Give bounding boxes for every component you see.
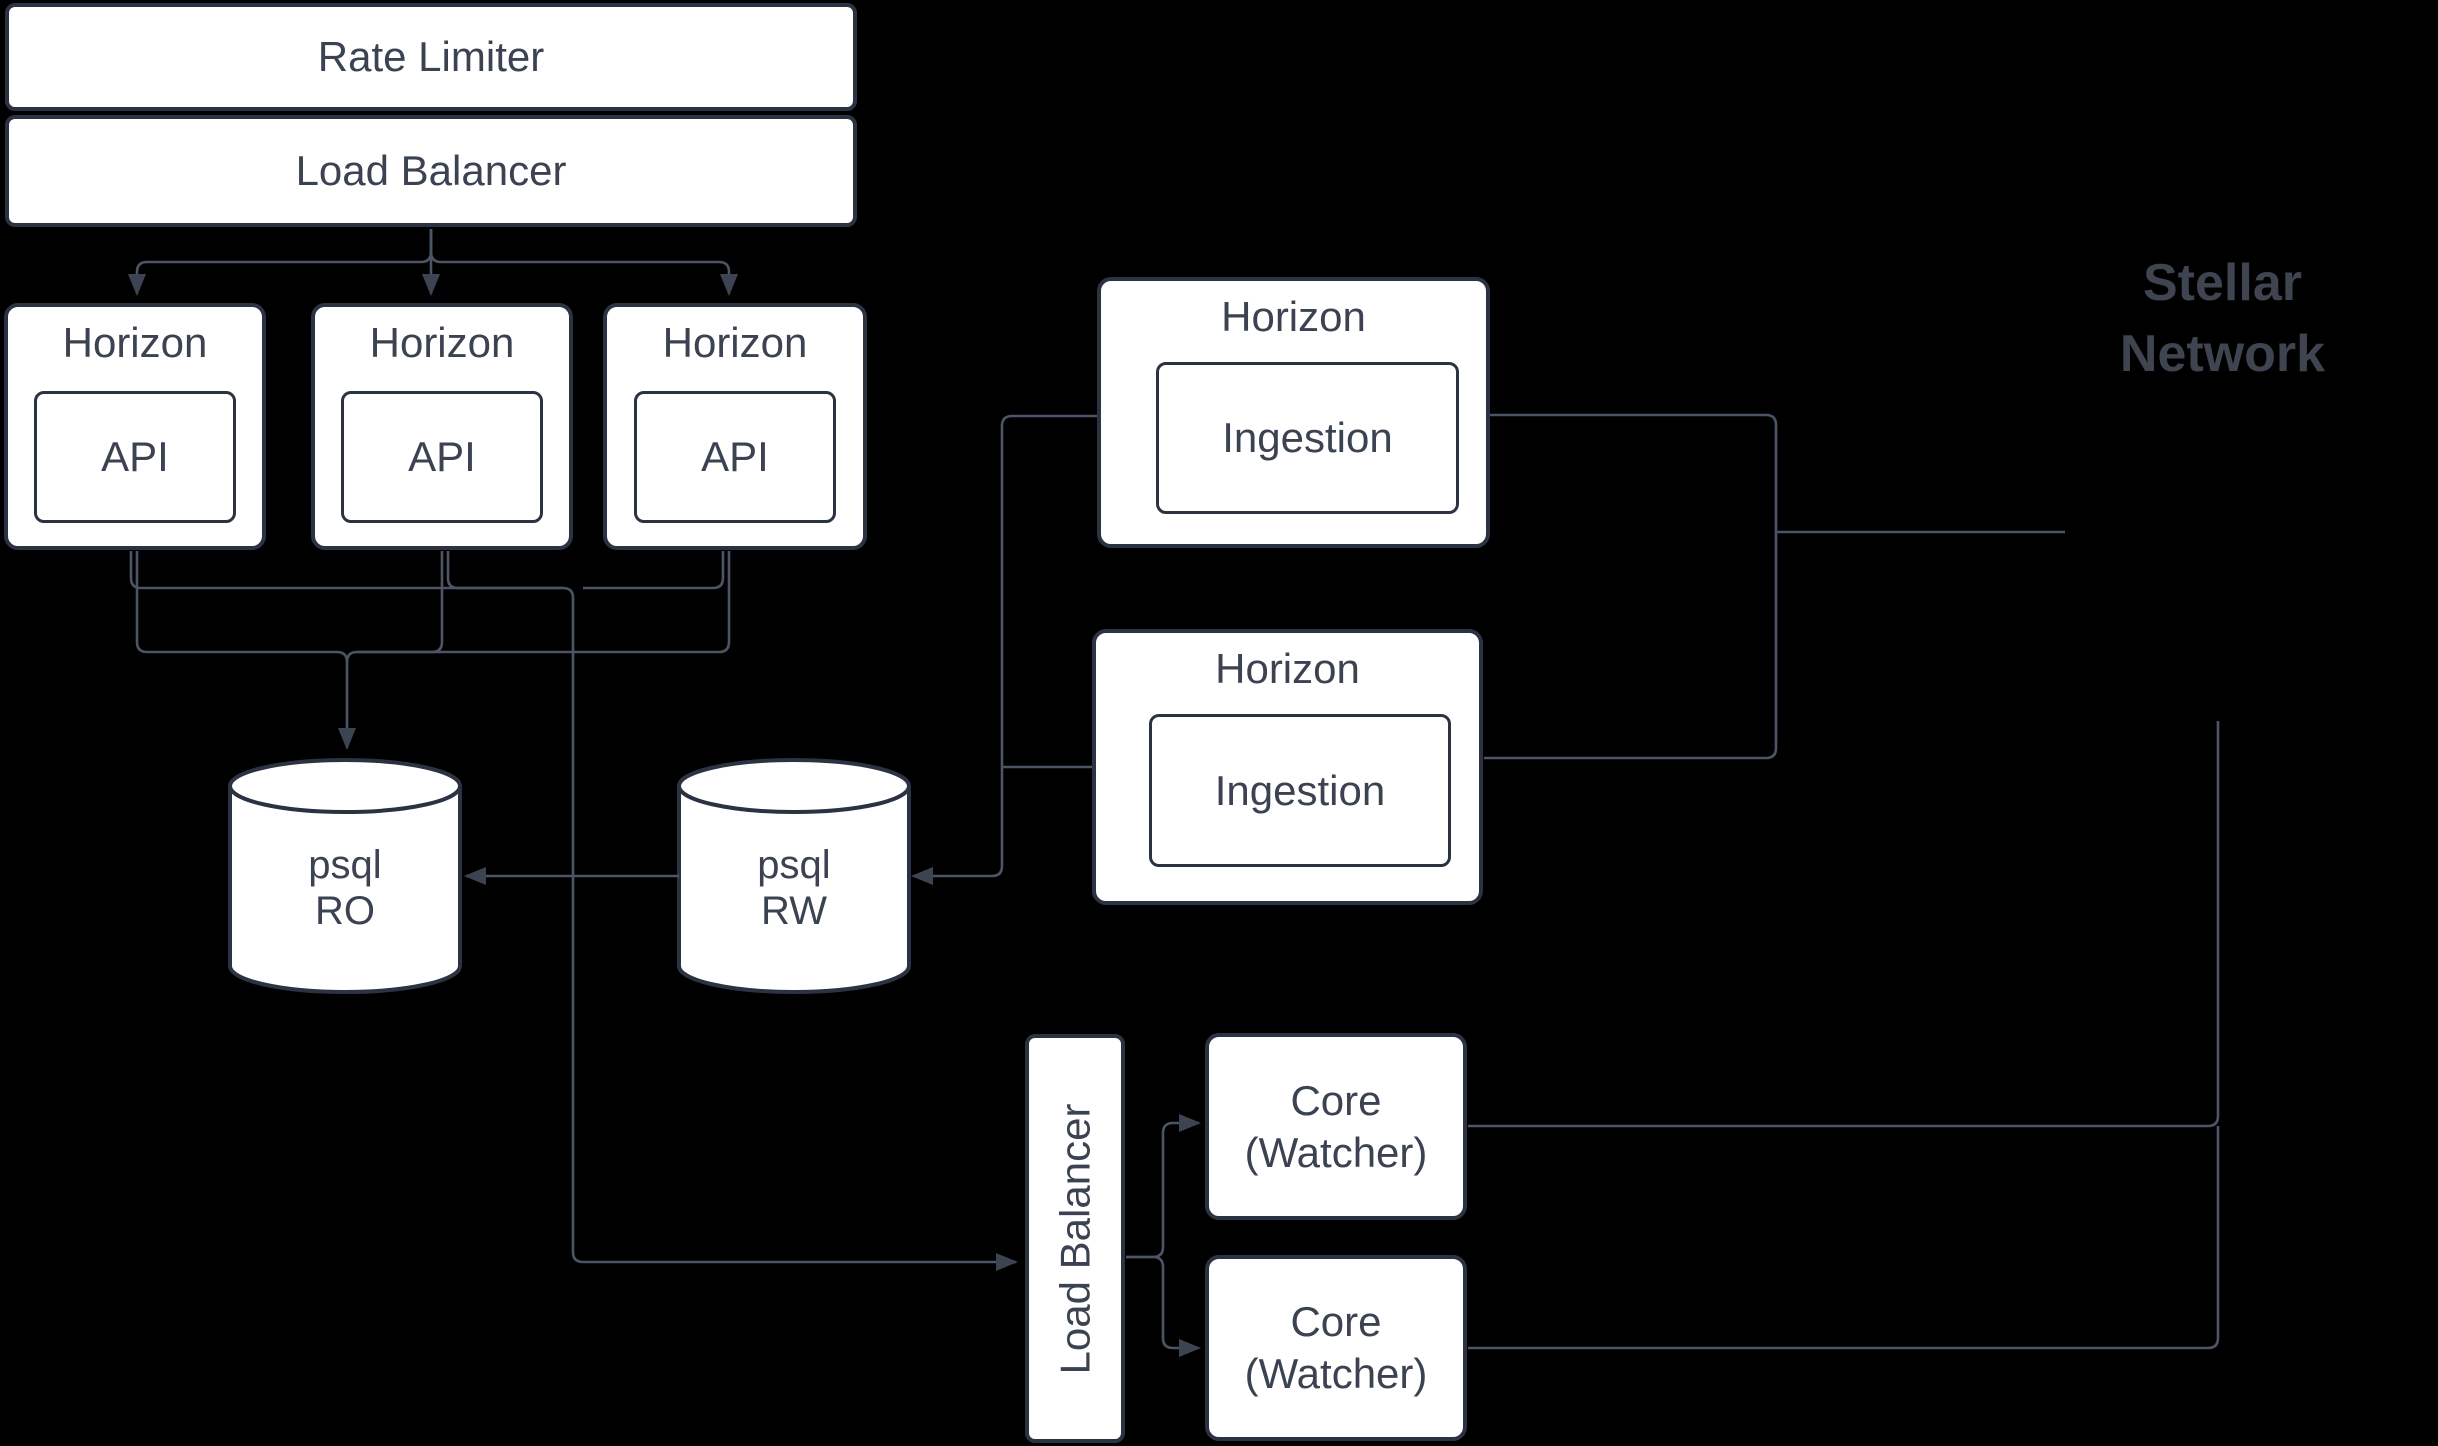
- core-load-balancer-node: Load Balancer: [1025, 1034, 1125, 1443]
- rate-limiter-label: Rate Limiter: [317, 33, 545, 80]
- edge-apis-to-core-lb: [129, 551, 1018, 1271]
- psql-ro-line1: psql: [308, 843, 382, 887]
- core-line2: (Watcher): [1244, 1350, 1428, 1397]
- psql-rw-label: psql RW: [679, 842, 909, 934]
- core-load-balancer-label-wrap: Load Balancer: [1029, 1038, 1121, 1439]
- core-watcher-node-2: Core (Watcher): [1205, 1255, 1467, 1441]
- rate-limiter-node: Rate Limiter: [5, 3, 857, 111]
- core-watcher-node-1: Core (Watcher): [1205, 1033, 1467, 1220]
- horizon-ingestion-node-1: Horizon Ingestion: [1097, 277, 1490, 548]
- stellar-line2: Network: [2119, 325, 2326, 383]
- psql-ro-label: psql RO: [230, 842, 460, 934]
- horizon-api-node-2: Horizon API: [311, 303, 573, 550]
- core-load-balancer-label: Load Balancer: [1051, 1103, 1098, 1374]
- ingestion-label: Ingestion: [1214, 766, 1386, 814]
- psql-ro-cylinder: [228, 758, 462, 994]
- psql-rw-line2: RW: [761, 889, 827, 933]
- edge-lb-to-apis: [128, 229, 738, 296]
- stellar-line1: Stellar: [2143, 254, 2302, 312]
- core-watcher-label: Core (Watcher): [1245, 1075, 1428, 1179]
- edge-core-lb-to-watchers: [1126, 1114, 1201, 1357]
- ingestion-label: Ingestion: [1222, 414, 1393, 461]
- ingestion-subnode: Ingestion: [1149, 714, 1451, 867]
- ingestion-subnode: Ingestion: [1156, 362, 1459, 514]
- horizon-title: Horizon: [62, 319, 208, 366]
- core-watcher-label: Core (Watcher): [1245, 1296, 1428, 1400]
- load-balancer-label: Load Balancer: [295, 147, 567, 194]
- core-line1: Core: [1290, 1298, 1382, 1345]
- horizon-title: Horizon: [1215, 645, 1360, 692]
- horizon-api-node-3: Horizon API: [603, 303, 867, 550]
- api-label: API: [101, 433, 169, 480]
- horizon-title: Horizon: [369, 319, 515, 366]
- api-label: API: [408, 433, 476, 480]
- core-line1: Core: [1290, 1076, 1382, 1124]
- edge-watchers-to-stellar: [1468, 721, 2220, 1350]
- edge-ingestion-to-rw: [911, 414, 1097, 885]
- horizon-api-node-1: Horizon API: [4, 303, 266, 550]
- api-label: API: [701, 433, 769, 480]
- psql-ro-line2: RO: [315, 889, 375, 933]
- api-subnode: API: [341, 391, 543, 523]
- horizon-title: Horizon: [1221, 293, 1366, 340]
- core-line2: (Watcher): [1244, 1128, 1428, 1176]
- horizon-title: Horizon: [662, 319, 808, 366]
- psql-rw-cylinder: [677, 758, 911, 994]
- horizon-ingestion-node-2: Horizon Ingestion: [1092, 629, 1483, 905]
- edge-ingestion-to-stellar: [1484, 413, 2065, 760]
- load-balancer-node: Load Balancer: [5, 115, 857, 227]
- edge-apis-to-psql-ro: [135, 551, 731, 750]
- psql-rw-line1: psql: [757, 843, 831, 887]
- api-subnode: API: [634, 391, 836, 523]
- api-subnode: API: [34, 391, 236, 523]
- stellar-network-label: Stellar Network: [2080, 248, 2365, 390]
